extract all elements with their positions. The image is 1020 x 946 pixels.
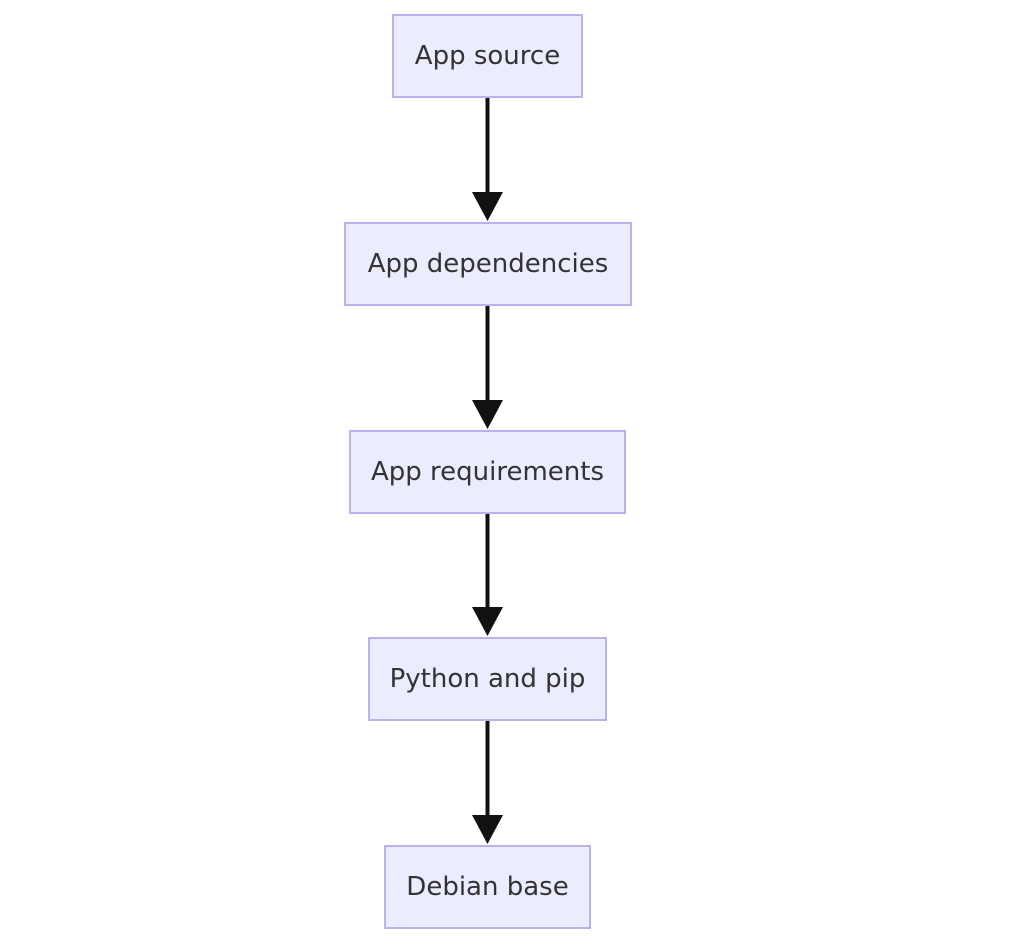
- arrowhead-icon: [472, 815, 503, 844]
- node-debian-base: Debian base: [384, 845, 591, 929]
- edge-python-and-pip-to-debian-base: [472, 721, 503, 844]
- node-label: App dependencies: [367, 249, 609, 279]
- edge-app-requirements-to-python-and-pip: [472, 514, 503, 636]
- node-app-requirements: App requirements: [349, 430, 626, 514]
- arrowhead-icon: [472, 400, 503, 429]
- node-label: Debian base: [406, 872, 569, 902]
- arrowhead-icon: [472, 607, 503, 636]
- edge-app-source-to-app-dependencies: [472, 98, 503, 221]
- edge-app-dependencies-to-app-requirements: [472, 306, 503, 429]
- node-python-and-pip: Python and pip: [368, 637, 607, 721]
- arrowhead-icon: [472, 192, 503, 221]
- node-app-dependencies: App dependencies: [344, 222, 632, 306]
- node-app-source: App source: [392, 14, 583, 98]
- node-label: App requirements: [370, 457, 605, 487]
- node-label: Python and pip: [389, 664, 586, 694]
- node-label: App source: [414, 41, 561, 71]
